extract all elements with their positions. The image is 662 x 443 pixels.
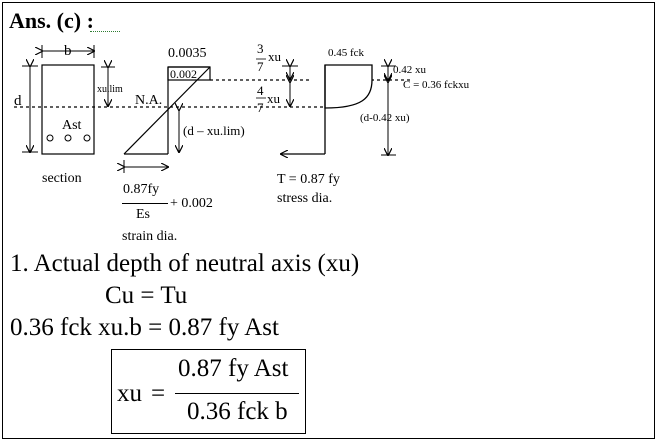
seven-a-label: 7 — [257, 59, 264, 74]
xulim-label: xu.lim — [97, 84, 123, 95]
content-frame — [2, 2, 655, 439]
strain-top-value: 0.0035 — [168, 46, 207, 61]
seven-b-label: 7 — [257, 100, 264, 115]
formula-denominator: 0.36 fck b — [187, 398, 288, 425]
compression-label: C = 0.36 fckxu — [403, 79, 470, 91]
section-caption: section — [42, 171, 82, 186]
strain-bottom-plus: + 0.002 — [170, 196, 213, 211]
formula-box — [111, 349, 306, 434]
na-label: N.A. — [135, 93, 163, 108]
ast-label: Ast — [62, 118, 82, 133]
strain-diagonal — [123, 66, 211, 155]
spell-check-underline — [90, 31, 120, 32]
rebar-3 — [83, 134, 91, 142]
lever-arm-label: (d-0.42 xu) — [360, 112, 410, 124]
strain-bottom-numerator: 0.87fy — [123, 182, 160, 197]
rebar-1 — [46, 134, 54, 142]
formula-lhs: xu — [117, 380, 142, 407]
tension-label: T = 0.87 fy — [277, 172, 340, 187]
stress-top-value: 0.45 fck — [328, 47, 365, 59]
equality-line: Cu = Tu — [105, 282, 188, 309]
strain-caption: strain dia. — [122, 229, 178, 244]
section-rectangle — [41, 64, 95, 155]
four-label: 4 — [257, 83, 264, 98]
formula-numerator: 0.87 fy Ast — [178, 355, 289, 382]
step-1-title: 1. Actual depth of neutral axis (xu) — [10, 250, 360, 277]
stress-caption: stress dia. — [277, 191, 333, 206]
strain-fraction-bar — [122, 203, 168, 204]
d-label: d — [14, 93, 22, 109]
b-label: b — [64, 43, 72, 59]
stress-block — [324, 64, 373, 109]
xu-b-label: xu — [267, 91, 280, 106]
answer-label: Ans. (c) : — [9, 8, 94, 33]
formula-fraction-bar — [175, 393, 299, 394]
formula-equals: = — [151, 380, 166, 407]
lever-042-label: 0.42 xu — [393, 64, 426, 76]
rebar-2 — [64, 134, 72, 142]
strain-bottom-denominator: Es — [136, 207, 150, 222]
equilibrium-equation: 0.36 fck xu.b = 0.87 fy Ast — [10, 314, 279, 341]
strain-box-value: 0.002 — [170, 67, 197, 81]
three-label: 3 — [257, 41, 264, 56]
xu-a-label: xu — [268, 49, 281, 64]
d-minus-xulim-label: (d – xu.lim) — [183, 123, 245, 138]
